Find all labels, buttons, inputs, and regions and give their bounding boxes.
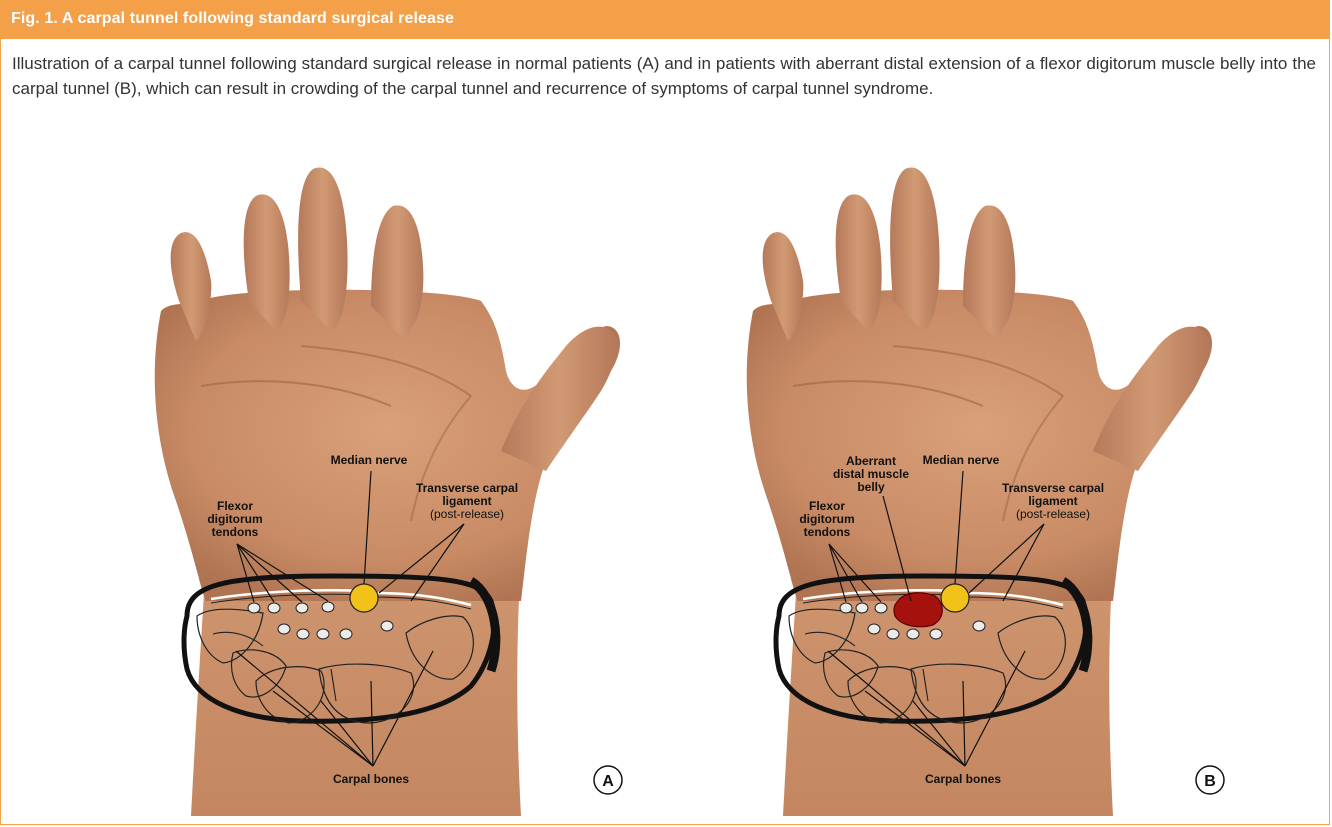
carpal-bones-label: Carpal bones	[333, 772, 409, 786]
flexor-tendons-label-line1: Flexor	[809, 499, 845, 513]
flexor-tendons-label-line2: digitorum	[207, 512, 262, 526]
aberrant-muscle-belly	[894, 593, 942, 627]
tendon	[856, 603, 868, 613]
tendon	[340, 629, 352, 639]
tendon	[907, 629, 919, 639]
flexor-tendons-label-line2: digitorum	[799, 512, 854, 526]
tendon	[887, 629, 899, 639]
tendon	[930, 629, 942, 639]
median-nerve	[350, 584, 378, 612]
median-nerve-label: Median nerve	[923, 453, 1000, 467]
panel-a: Median nerve Transverse carpal ligament …	[155, 168, 622, 816]
carpal-bones-label: Carpal bones	[925, 772, 1001, 786]
transverse-carpal-label-line2: ligament	[442, 494, 491, 508]
tendon	[296, 603, 308, 613]
tendon	[973, 621, 985, 631]
tendon	[381, 621, 393, 631]
median-nerve	[941, 584, 969, 612]
tendon	[875, 603, 887, 613]
aberrant-muscle-label-line2: distal muscle	[833, 467, 909, 481]
panel-letter: A	[602, 773, 614, 790]
tendon	[840, 603, 852, 613]
aberrant-muscle-label-line1: Aberrant	[846, 454, 896, 468]
aberrant-muscle-label-line3: belly	[857, 480, 885, 494]
tendon	[278, 624, 290, 634]
transverse-carpal-label-line1: Transverse carpal	[416, 481, 518, 495]
tendon	[297, 629, 309, 639]
transverse-carpal-label-line3: (post-release)	[1016, 507, 1090, 521]
flexor-tendons-label-line3: tendons	[804, 525, 851, 539]
flexor-tendons-label-line1: Flexor	[217, 499, 253, 513]
tendon	[868, 624, 880, 634]
median-nerve-label: Median nerve	[331, 453, 408, 467]
tendon	[322, 602, 334, 612]
tendon	[248, 603, 260, 613]
panel-b: Aberrant distal muscle belly Median nerv…	[747, 168, 1224, 816]
flexor-tendons-label-line3: tendons	[212, 525, 259, 539]
panel-letter: B	[1204, 773, 1216, 790]
transverse-carpal-label-line1: Transverse carpal	[1002, 481, 1104, 495]
transverse-carpal-label-line2: ligament	[1028, 494, 1077, 508]
tendon	[317, 629, 329, 639]
transverse-carpal-label-line3: (post-release)	[430, 507, 504, 521]
tendon	[268, 603, 280, 613]
